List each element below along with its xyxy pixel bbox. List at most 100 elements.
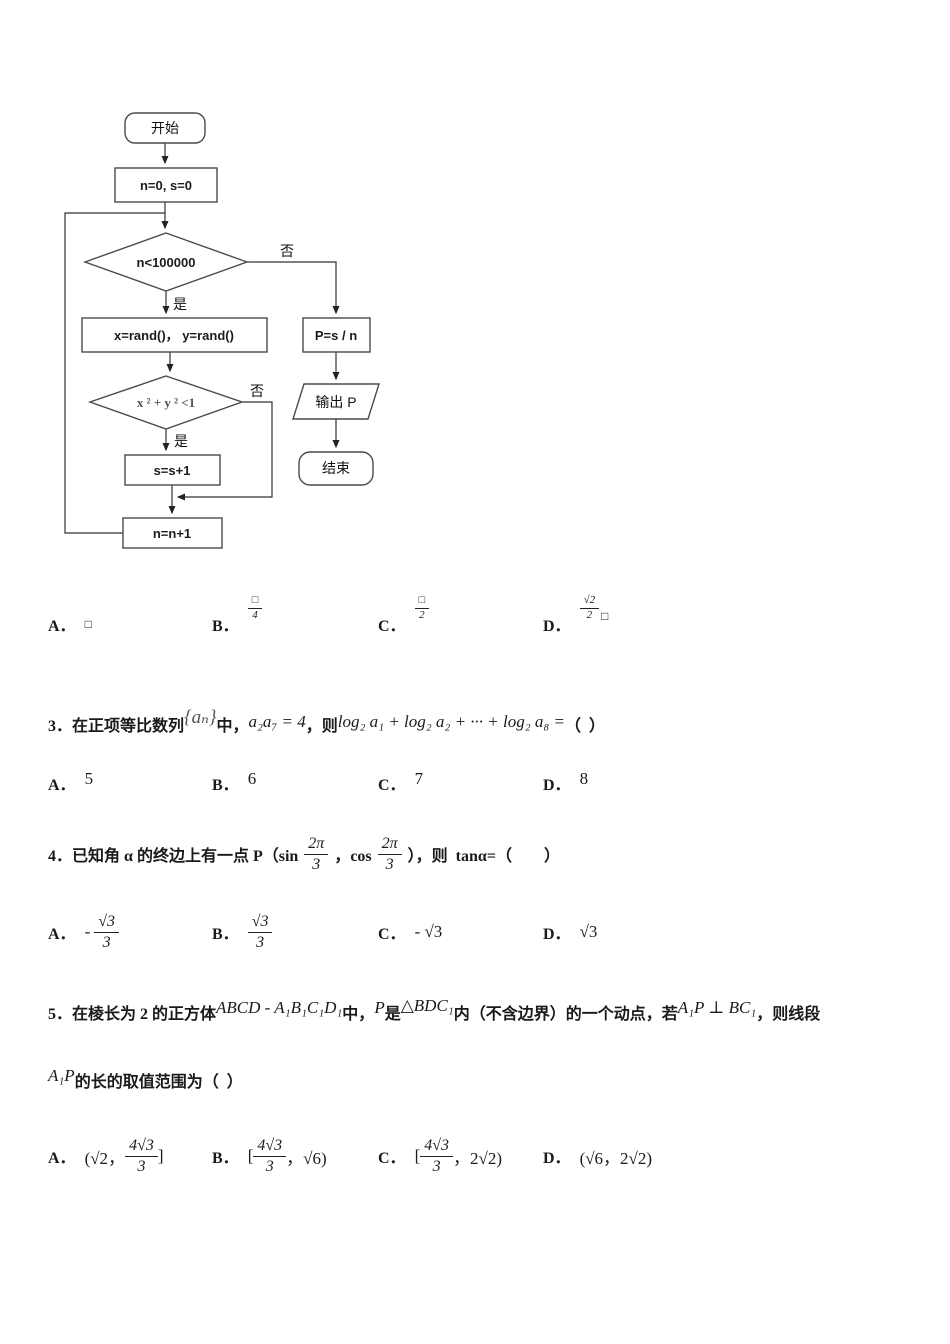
option-label: C． [378, 618, 406, 635]
q2-option-b: B． □ 4 [212, 594, 263, 636]
stem-text: 在正项等比数列 [72, 718, 185, 735]
compute-node [302, 317, 371, 353]
fraction: 2π 3 [304, 835, 329, 873]
no-branch-2 [176, 401, 273, 501]
q2-option-d: D． √2 2 □ [543, 594, 609, 636]
flowchart-inc-s-label: s=s+1 [154, 463, 191, 478]
option-value: 7 [414, 769, 424, 788]
interval-open: [ [247, 1146, 254, 1165]
fraction-numerator: 4√3 [420, 1137, 454, 1157]
option-label: D． [543, 926, 571, 943]
fraction: √3 3 [94, 913, 120, 951]
option-label: A． [48, 618, 76, 635]
option-label: D． [543, 618, 571, 635]
minus-sign: - [84, 922, 91, 941]
fraction-denominator: 2 [586, 609, 593, 622]
interval-open: [ [414, 1146, 421, 1165]
stem-text: 中， [342, 1006, 375, 1023]
question-4-stem: 4． 已知角 α 的终边上有一点 P（sin 2π 3 ，cos 2π 3 ），… [48, 828, 560, 880]
flowchart-output-label: 输出 P [315, 394, 356, 410]
fraction-denominator: 3 [256, 933, 265, 951]
option-label: D． [543, 1150, 571, 1167]
question-5-options: A． (√2， 4√3 3 ] B． [ 4√3 3 ，√6) C． [ 4√3… [0, 1128, 950, 1184]
fraction: 4√3 3 [125, 1137, 158, 1175]
option-label: B． [212, 618, 239, 635]
option-label: C． [378, 1150, 406, 1167]
q5-option-a: A． (√2， 4√3 3 ] [48, 1128, 164, 1184]
fraction-denominator: 2 [419, 609, 425, 622]
fraction: □ 4 [247, 594, 263, 622]
question-4-options: A． - √3 3 B． √3 3 C． - √3 D． √3 [0, 908, 950, 956]
stem-text: 中， [216, 718, 249, 735]
flowchart-start-label: 开始 [151, 120, 179, 136]
stem-text: 已知角 α 的终边上有一点 P（sin [72, 848, 299, 865]
q5-option-c: C． [ 4√3 3 ，2√2) [378, 1128, 502, 1184]
q3-option-a: A． 5 [48, 763, 93, 795]
q3-option-b: B． 6 [212, 763, 256, 795]
fraction-numerator: 4√3 [253, 1137, 287, 1157]
fraction-denominator: 3 [432, 1157, 441, 1175]
fraction: 2π 3 [377, 835, 402, 873]
option-label: B． [212, 777, 239, 794]
question-number: 5． [48, 1006, 73, 1023]
flowchart-inc-n-label: n=n+1 [153, 526, 191, 541]
fraction-numerator: □ [247, 594, 263, 610]
stem-text: ，cos [334, 848, 372, 865]
q2-option-a: A． □ [48, 596, 92, 636]
sequence-notation: {aₙ} [184, 707, 217, 728]
end-node [298, 451, 374, 486]
q3-option-d: D． 8 [543, 763, 588, 795]
question-number: 3． [48, 718, 73, 735]
option-label: A． [48, 777, 76, 794]
question-3-options: A． 5 B． 6 C． 7 D． 8 [0, 763, 950, 795]
fraction-denominator: 3 [265, 1157, 274, 1175]
question-number: 4． [48, 848, 73, 865]
fraction: √3 3 [247, 913, 273, 951]
question-5-stem-line-1: 5． 在棱长为 2 的正方体 ABCD - A₁B₁C₁D₁ 中， P 是 △B… [48, 996, 820, 1024]
q4-option-b: B． √3 3 [212, 908, 273, 956]
missing-glyph-box: □ [601, 609, 609, 623]
stem-text: ，则 [305, 718, 338, 735]
fraction-numerator: □ [414, 594, 430, 610]
option-value: - √3 [414, 922, 443, 941]
fraction: 4√3 3 [253, 1137, 287, 1175]
option-label: A． [48, 1150, 76, 1167]
q2-option-c: C． □ 2 [378, 594, 430, 636]
fraction: □ 2 [414, 594, 430, 622]
stem-text: 是 [384, 1006, 401, 1023]
fraction-denominator: 3 [312, 855, 321, 873]
stem-text: 的长的取值范围为（ ） [74, 1074, 243, 1091]
fraction-denominator: 4 [252, 609, 258, 622]
interval-close: ，2√2) [453, 1148, 503, 1168]
q4-option-d: D． √3 [543, 908, 597, 956]
interval-close: ] [157, 1146, 164, 1165]
fraction: √2 2 [579, 594, 600, 622]
flowchart-no-label-2: 否 [250, 383, 264, 399]
inc-n-node [122, 517, 223, 549]
math-expression: A₁P ⊥ BC₁ [677, 998, 757, 1017]
question-2-options: A． □ B． □ 4 C． □ 2 D． √2 2 □ [0, 594, 950, 636]
option-label: C． [378, 926, 406, 943]
fraction-denominator: 3 [102, 933, 111, 951]
stem-text: 在棱长为 2 的正方体 [72, 1006, 217, 1023]
fraction-numerator: √3 [247, 913, 273, 933]
fraction-numerator: √2 [579, 594, 600, 610]
fraction-numerator: 2π [377, 835, 402, 855]
start-node [124, 112, 206, 144]
math-expression: △BDC₁ [400, 996, 454, 1015]
flowchart-no-label-1: 否 [280, 243, 294, 259]
flowchart-cond1-label: n<100000 [137, 255, 196, 270]
q5-option-b: B． [ 4√3 3 ，√6) [212, 1128, 327, 1184]
question-5-stem-line-2: A₁P 的长的取值范围为（ ） [48, 1066, 243, 1092]
cond2-node [87, 375, 245, 430]
option-label: A． [48, 926, 76, 943]
fraction: 4√3 3 [420, 1137, 454, 1175]
answer-blank: （ ） [565, 718, 606, 735]
flowchart-cond2-label: x ² + y ² <1 [137, 395, 195, 410]
flowchart-rand-label: x=rand()， y=rand() [114, 328, 234, 343]
flowchart-end-label: 结束 [322, 460, 350, 476]
stem-text: 内（不含边界）的一个动点，若 [453, 1006, 678, 1023]
math-expression: A₁P [48, 1066, 75, 1085]
option-label: B． [212, 1150, 239, 1167]
